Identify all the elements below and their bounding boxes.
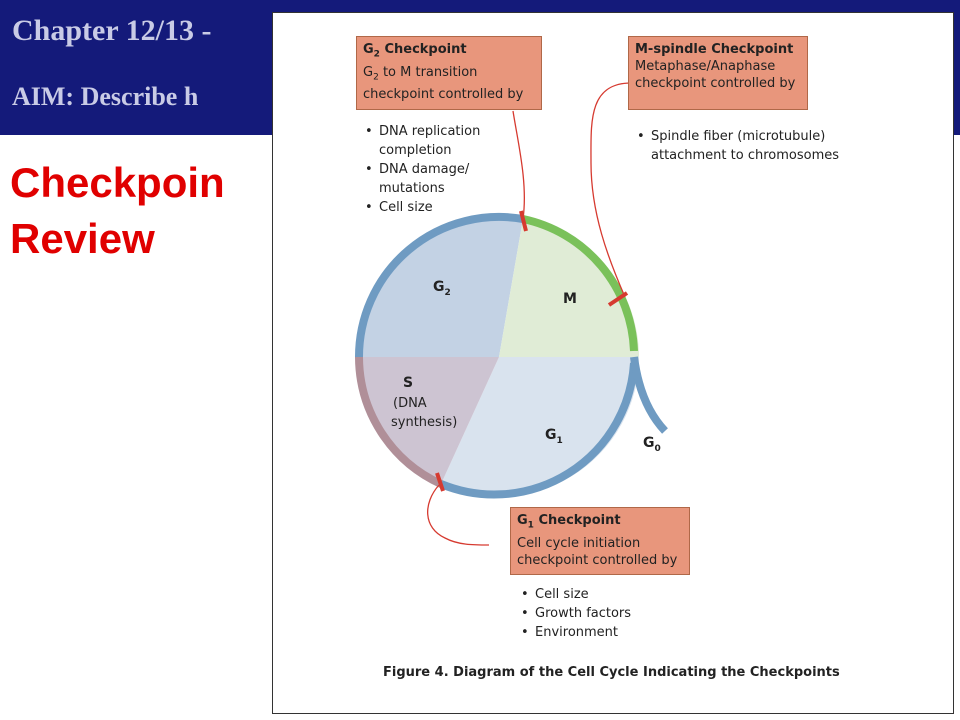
g0-phase-label: G0	[643, 435, 661, 454]
slide-title-line2: Review	[10, 215, 155, 262]
g1-checkpoint-factors: Cell size Growth factors Environment	[521, 585, 631, 642]
m-checkpoint-factors: Spindle fiber (microtubule) attachment t…	[637, 127, 839, 165]
cell-cycle-figure: G2 M S (DNA synthesis) G1 G0 G2 Checkpoi…	[272, 12, 954, 714]
chapter-heading: Chapter 12/13 -	[12, 14, 212, 47]
list-item: attachment to chromosomes	[651, 148, 840, 163]
m-spindle-checkpoint-box: M-spindle Checkpoint Metaphase/Anaphase …	[628, 36, 808, 110]
aim-heading: AIM: Describe h	[12, 82, 199, 111]
slide-title: Checkpoin Review	[10, 155, 225, 267]
s-sector	[359, 357, 499, 484]
list-item: Cell size	[365, 198, 480, 217]
g1-initiation-text: Cell cycle initiation	[517, 535, 641, 551]
s-phase-detail-2: synthesis)	[391, 415, 457, 430]
g1-checkpoint-marker	[435, 472, 445, 492]
s-phase-label: S	[403, 375, 413, 391]
m-sector	[499, 219, 639, 357]
g1-leader-line	[427, 484, 490, 546]
s-ring-arc	[355, 356, 443, 488]
list-item: completion	[379, 143, 452, 158]
g2-checkpoint-title: G2 Checkpoint	[363, 42, 467, 60]
m-transition-text: Metaphase/Anaphase	[635, 59, 776, 74]
m-phase-label: M	[563, 291, 577, 307]
g2-leader-line	[512, 110, 526, 220]
g2-sector	[358, 216, 523, 357]
g2-transition-text: G2 to M transition	[363, 64, 478, 83]
g1-checkpoint-box: G1 Checkpoint Cell cycle initiation chec…	[510, 507, 690, 575]
figure-caption: Figure 4. Diagram of the Cell Cycle Indi…	[383, 665, 840, 680]
g1-controlled-by: checkpoint controlled by	[517, 552, 678, 568]
g2-checkpoint-box: G2 Checkpoint G2 to M transition checkpo…	[356, 36, 542, 110]
m-checkpoint-title: M-spindle Checkpoint	[635, 42, 794, 57]
m-controlled-by: checkpoint controlled by	[635, 76, 796, 91]
slide-title-line1: Checkpoin	[10, 159, 225, 206]
g1-checkpoint-title: G1 Checkpoint	[517, 513, 621, 531]
list-item: Spindle fiber (microtubule)	[637, 127, 839, 146]
g2-ring-arc	[355, 213, 524, 358]
list-item: mutations	[379, 181, 445, 196]
g2-controlled-by: checkpoint controlled by	[363, 87, 524, 103]
list-item: Environment	[521, 623, 631, 642]
g2-checkpoint-marker	[519, 210, 528, 232]
list-item: Growth factors	[521, 604, 631, 623]
cell-cycle-diagram: G2 M S (DNA synthesis) G1 G0	[355, 82, 668, 546]
m-ring-arc	[522, 215, 638, 352]
g0-arc	[630, 356, 668, 434]
m-leader-line	[590, 82, 632, 298]
g1-phase-label: G1	[545, 427, 563, 446]
list-item: DNA replication	[365, 122, 480, 141]
g1-ring-arc	[439, 362, 638, 499]
list-item: Cell size	[521, 585, 631, 604]
g2-phase-label: G2	[433, 279, 451, 298]
list-item: DNA damage/	[365, 160, 480, 179]
s-phase-detail-1: (DNA	[393, 396, 427, 411]
g2-checkpoint-factors: DNA replication completion DNA damage/ m…	[365, 122, 480, 217]
